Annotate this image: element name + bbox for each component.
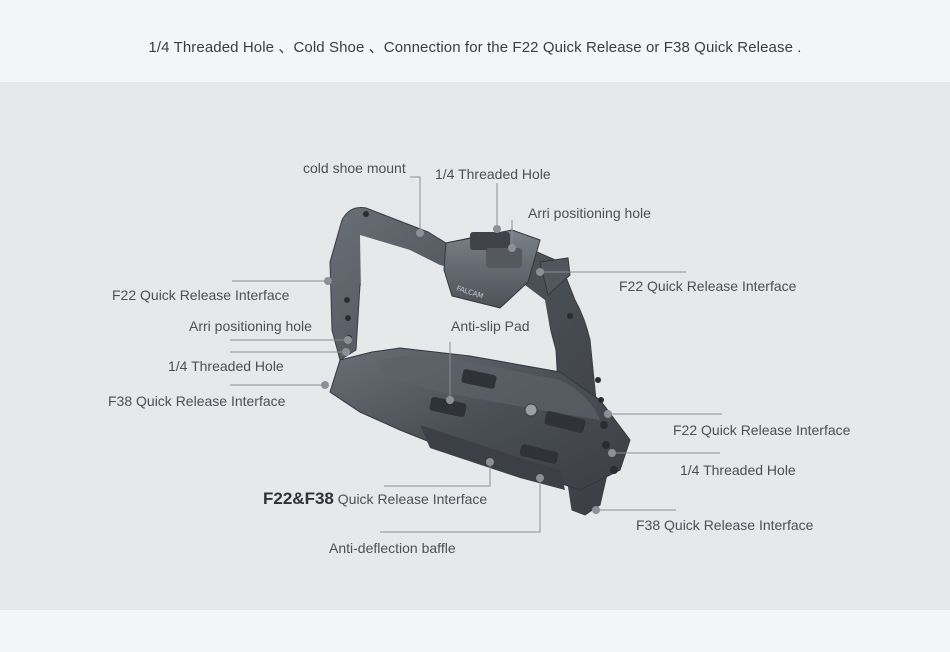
label-f22-f38-strong: F22&F38: [263, 489, 334, 508]
base-plate: FALCAM: [329, 347, 631, 491]
label-arri-hole-left: Arri positioning hole: [189, 318, 312, 334]
label-anti-slip-pad: Anti-slip Pad: [451, 318, 530, 334]
label-f22-left: F22 Quick Release Interface: [112, 287, 290, 303]
label-f38-right-bottom: F38 Quick Release Interface: [636, 517, 814, 533]
label-f22-right-top: F22 Quick Release Interface: [619, 278, 797, 294]
header-caption: 1/4 Threaded Hole 、Cold Shoe 、Connection…: [148, 39, 802, 56]
label-threaded-hole-left: 1/4 Threaded Hole: [168, 358, 284, 374]
label-f22-right-mid: F22 Quick Release Interface: [673, 422, 851, 438]
label-f22-f38-interface: F22&F38 Quick Release Interface: [263, 489, 487, 509]
label-f22-f38-rest: Quick Release Interface: [333, 491, 488, 507]
label-cold-shoe-mount: cold shoe mount: [303, 160, 406, 176]
label-anti-deflection-baffle: Anti-deflection baffle: [329, 540, 456, 556]
label-threaded-hole-top: 1/4 Threaded Hole: [435, 166, 551, 182]
leader-lines: [230, 176, 722, 533]
label-arri-hole-top: Arri positioning hole: [528, 205, 651, 221]
header-band: [0, 0, 950, 82]
leader-dots: [321, 225, 616, 514]
footer-band: [0, 610, 950, 652]
label-f38-left: F38 Quick Release Interface: [108, 393, 286, 409]
label-threaded-hole-right: 1/4 Threaded Hole: [680, 462, 796, 478]
anti-slip-pads: [429, 369, 586, 464]
